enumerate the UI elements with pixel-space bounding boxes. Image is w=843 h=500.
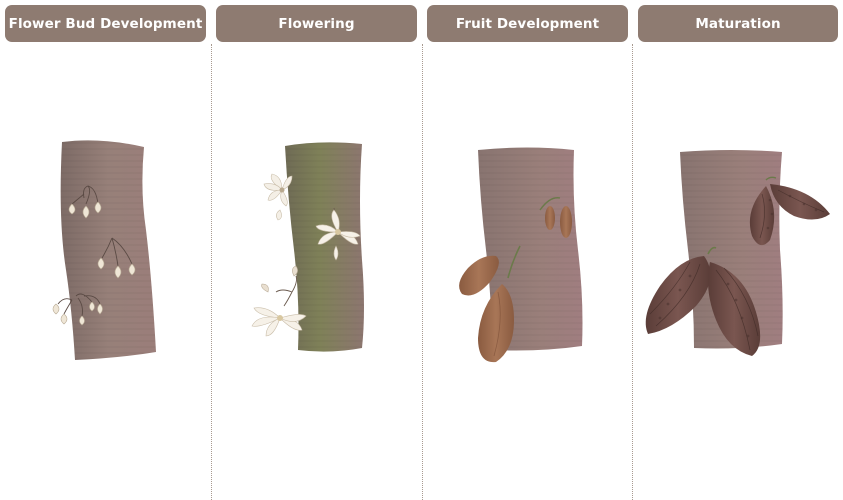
- stage-header-flower-bud-development: Flower Bud Development: [5, 5, 206, 42]
- stage-label: Flowering: [278, 15, 355, 32]
- column-divider: [422, 44, 423, 500]
- stage-header-maturation: Maturation: [638, 5, 838, 42]
- column-divider: [211, 44, 212, 500]
- trunk-with-open-flowers: [251, 142, 364, 352]
- trunk-with-young-pods: [459, 147, 583, 363]
- stage-label: Fruit Development: [455, 15, 600, 32]
- trunk-with-flower-buds: [52, 140, 156, 360]
- stage-header-flowering: Flowering: [216, 5, 417, 42]
- stage-label: Flower Bud Development: [8, 15, 203, 32]
- trunk-with-ripe-cacao-pods: [645, 150, 830, 356]
- column-divider: [632, 44, 633, 500]
- stage-label: Maturation: [695, 15, 781, 32]
- stage-header-fruit-development: Fruit Development: [427, 5, 628, 42]
